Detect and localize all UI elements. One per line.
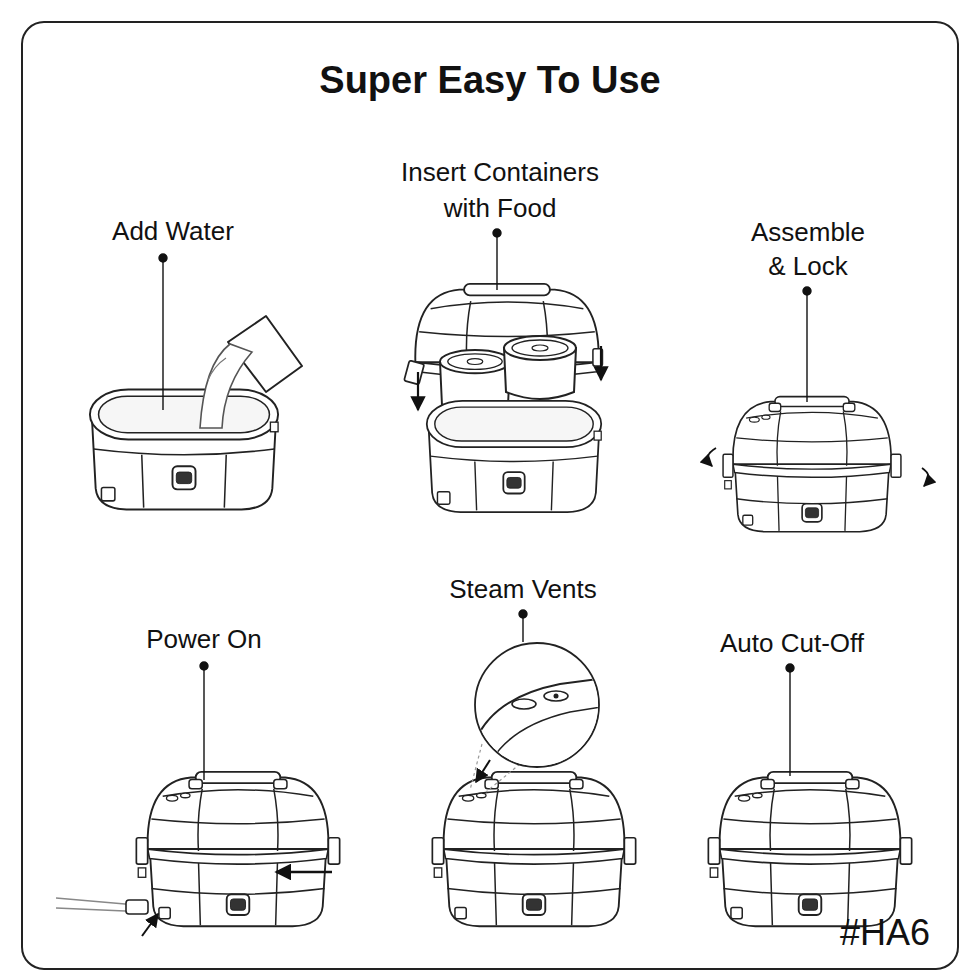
assemble-figure xyxy=(708,397,929,532)
add-water-figure xyxy=(90,316,302,510)
insert-containers-figure xyxy=(404,284,602,512)
power-on-figure xyxy=(56,772,340,936)
callout-label: Steam Vents xyxy=(373,574,673,605)
step-label: Insert Containers with Food xyxy=(388,154,613,226)
frame xyxy=(22,22,958,969)
step-label: Assemble & Lock xyxy=(744,215,872,283)
model-code: #HA6 xyxy=(815,912,955,954)
steam-vents-figure xyxy=(432,643,635,926)
title: Super Easy To Use xyxy=(110,57,870,103)
auto-cut-off-figure xyxy=(708,772,911,926)
step-label: Add Water xyxy=(23,216,323,247)
step-label: Power On xyxy=(54,624,354,655)
step-label: Auto Cut-Off xyxy=(642,628,942,659)
leader-lines xyxy=(159,229,811,780)
